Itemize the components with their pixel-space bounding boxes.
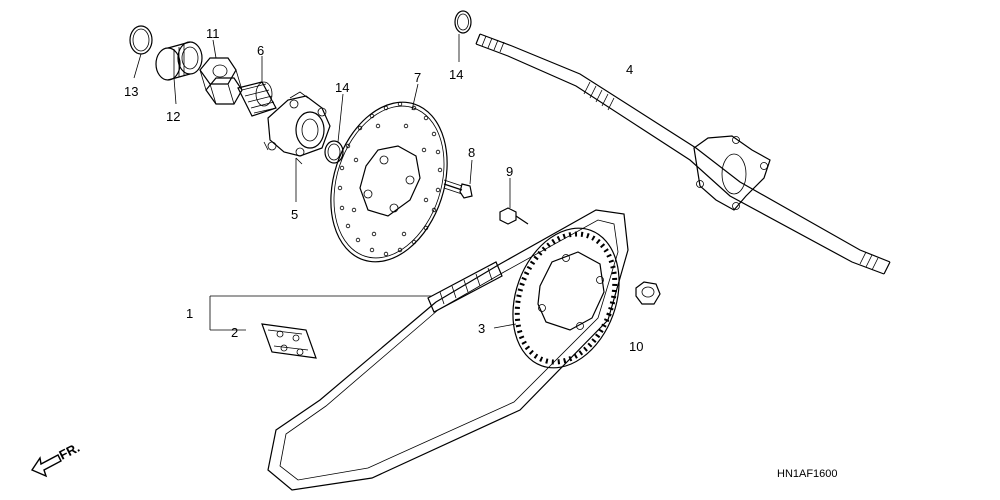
callout-10: 10: [629, 339, 643, 354]
callout-6: 6: [257, 43, 264, 58]
callout-12: 12: [166, 109, 180, 124]
callout-14-left: 14: [335, 80, 349, 95]
part-8-bolt: [443, 179, 473, 199]
front-direction-arrow: FR.: [30, 440, 82, 478]
part-10-nut: [635, 281, 661, 305]
callout-labels: 13 12 11 6 14 5 7 8 9 14 4 1 2 3 10: [124, 26, 643, 354]
brake-disc-vent-holes: [337, 101, 443, 257]
part-12-bearing: [155, 41, 203, 81]
chain-links-detail: [427, 261, 503, 313]
part-7-brake-disc: [330, 101, 448, 263]
part-5-hub: [263, 91, 331, 165]
part-14-o-ring-left: [324, 140, 344, 164]
callout-1: 1: [186, 306, 193, 321]
callout-5: 5: [291, 207, 298, 222]
callout-2: 2: [231, 325, 238, 340]
part-4-rear-axle: [475, 33, 891, 275]
part-9-bolt: [499, 207, 529, 225]
callout-8: 8: [468, 145, 475, 160]
callout-3: 3: [478, 321, 485, 336]
callout-14-right: 14: [449, 67, 463, 82]
callout-13: 13: [124, 84, 138, 99]
callout-4: 4: [626, 62, 633, 77]
diagram-code: HN1AF1600: [777, 468, 838, 480]
part-3-driven-sprocket: [512, 227, 620, 369]
part-14-snap-ring-right: [454, 10, 472, 34]
part-11-lock-nut: [199, 57, 243, 105]
callout-11: 11: [206, 26, 220, 41]
part-2-master-link: [261, 323, 317, 359]
callout-9: 9: [506, 164, 513, 179]
leader-lines: [133, 34, 517, 331]
part-1-drive-chain: [267, 209, 629, 491]
callout-7: 7: [414, 70, 421, 85]
part-13-snap-ring: [129, 25, 153, 55]
part-6-spring-collar: [237, 81, 277, 117]
